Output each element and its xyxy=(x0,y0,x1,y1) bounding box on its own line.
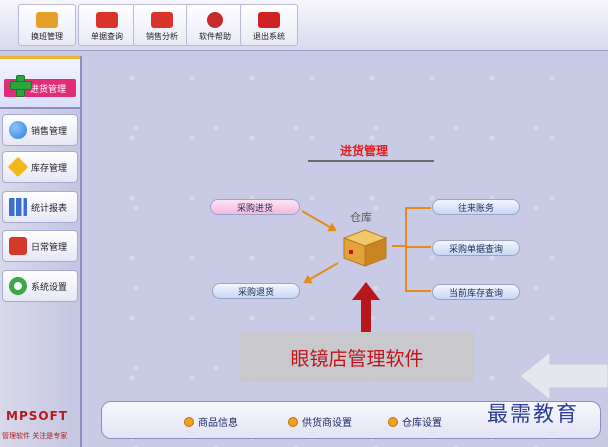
accounts-button[interactable]: 往来账务 xyxy=(432,199,520,215)
help-icon xyxy=(207,12,223,28)
left-sidebar: 进货管理 销售管理 库存管理 统计报表 日常管理 系统设置 xyxy=(0,56,82,447)
brand-area: MPSOFT 管理软件 关注是专家 xyxy=(0,405,80,447)
star-icon xyxy=(7,156,29,178)
bracket-stem xyxy=(392,245,406,247)
title-underline xyxy=(308,160,434,162)
banner-text: 眼镜店管理软件 xyxy=(290,347,424,370)
document-query-button[interactable]: 单据查询 xyxy=(78,4,136,46)
sales-analysis-button[interactable]: 销售分析 xyxy=(133,4,191,46)
current-stock-query-label: 当前库存查询 xyxy=(448,288,503,299)
bar-chart-icon xyxy=(9,198,27,216)
sidebar-item-label: 统计报表 xyxy=(31,203,68,214)
plus-icon xyxy=(10,75,32,97)
page-title: 进货管理 xyxy=(340,144,389,158)
product-info-label: 商品信息 xyxy=(198,418,238,429)
product-info-link[interactable]: 商品信息 xyxy=(184,414,238,429)
exit-system-label: 退出系统 xyxy=(253,32,285,41)
sidebar-item-settings[interactable]: 系统设置 xyxy=(2,270,78,302)
sidebar-item-inventory[interactable]: 库存管理 xyxy=(2,151,78,183)
supplier-settings-label: 供货商设置 xyxy=(302,418,352,429)
globe-icon xyxy=(9,121,27,139)
up-arrow-icon xyxy=(352,282,380,332)
sidebar-active-section[interactable]: 进货管理 xyxy=(0,56,80,109)
sidebar-item-label: 系统设置 xyxy=(31,282,68,293)
software-help-label: 软件帮助 xyxy=(199,32,231,41)
purchase-return-button[interactable]: 采购退货 xyxy=(212,283,300,299)
software-banner: 眼镜店管理软件 xyxy=(240,332,474,382)
bullet-icon xyxy=(184,416,194,427)
storage-label: 仓库 xyxy=(350,211,372,224)
warehouse-box-icon xyxy=(342,229,388,267)
wrench-icon xyxy=(9,237,27,255)
software-help-button[interactable]: 软件帮助 xyxy=(186,4,244,46)
shift-management-button[interactable]: 换班管理 xyxy=(18,4,76,46)
purchase-document-query-button[interactable]: 采购单据查询 xyxy=(432,240,520,256)
purchase-stock-in-button[interactable]: 采购进货 xyxy=(210,199,300,215)
purchase-stock-in-label: 采购进货 xyxy=(236,203,273,214)
bracket-branch-bottom xyxy=(405,290,431,292)
watermark: 最需教育 xyxy=(487,402,579,426)
bullet-icon xyxy=(288,416,298,427)
bracket-branch-middle xyxy=(405,246,431,248)
top-toolbar: 换班管理 单据查询 销售分析 软件帮助 退出系统 xyxy=(0,0,608,51)
brand-logo: MPSOFT xyxy=(6,409,68,423)
bracket-branch-top xyxy=(405,207,431,209)
search-icon xyxy=(96,12,118,28)
sidebar-item-label: 日常管理 xyxy=(31,242,68,253)
brand-slogan: 管理软件 关注是专家 xyxy=(2,432,68,440)
sales-analysis-label: 销售分析 xyxy=(146,32,178,41)
purchase-return-label: 采购退货 xyxy=(237,287,274,298)
accounts-label: 往来账务 xyxy=(457,203,494,214)
sidebar-item-label: 销售管理 xyxy=(31,126,68,137)
current-stock-query-button[interactable]: 当前库存查询 xyxy=(432,284,520,300)
sidebar-item-daily[interactable]: 日常管理 xyxy=(2,230,78,262)
bullet-icon xyxy=(388,416,398,427)
sidebar-item-label: 库存管理 xyxy=(31,163,68,174)
sidebar-item-sales[interactable]: 销售管理 xyxy=(2,114,78,146)
exit-system-button[interactable]: 退出系统 xyxy=(240,4,298,46)
sidebar-item-reports[interactable]: 统计报表 xyxy=(2,191,78,223)
warehouse-settings-label: 仓库设置 xyxy=(402,418,442,429)
bottom-link-bar: 商品信息 供货商设置 仓库设置 xyxy=(101,401,601,439)
gear-icon xyxy=(9,277,27,295)
bracket-vertical xyxy=(405,207,407,291)
document-query-label: 单据查询 xyxy=(91,32,123,41)
chart-icon xyxy=(151,12,173,28)
warehouse-settings-link[interactable]: 仓库设置 xyxy=(388,414,442,429)
supplier-settings-link[interactable]: 供货商设置 xyxy=(288,414,352,429)
exit-icon xyxy=(258,12,280,28)
back-arrow-icon xyxy=(520,352,608,400)
shift-icon xyxy=(36,12,58,28)
sidebar-active-label: 进货管理 xyxy=(30,84,67,95)
shift-management-label: 换班管理 xyxy=(31,32,63,41)
purchase-document-query-label: 采购单据查询 xyxy=(448,244,503,255)
